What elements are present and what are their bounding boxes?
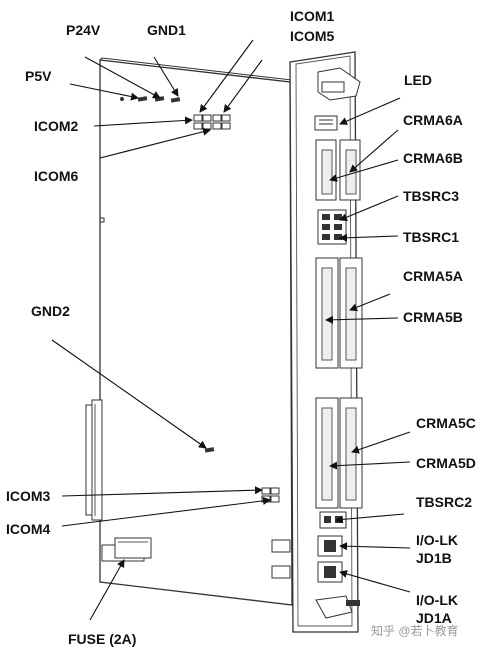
label-crma5c: CRMA5C [416, 415, 476, 431]
label-icom6: ICOM6 [34, 168, 79, 184]
label-gnd1: GND1 [147, 22, 186, 38]
label-crma6a: CRMA6A [403, 112, 463, 128]
label-icom1: ICOM1 [290, 8, 335, 24]
gnd2-test-point [204, 447, 215, 453]
label-iolk-jd1b-line2: JD1B [416, 550, 452, 566]
leader-lines [51, 39, 411, 621]
label-p5v: P5V [25, 68, 52, 84]
label-tbsrc2: TBSRC2 [416, 494, 473, 510]
crma5ab-connectors [315, 257, 363, 369]
label-iolk-jd1b-line1: I/O-LK [416, 532, 458, 548]
label-icom4: ICOM4 [6, 521, 51, 537]
test-points-top [120, 96, 231, 130]
label-crma6b: CRMA6B [403, 150, 463, 166]
watermark: 知乎 @若卜教育 [371, 624, 459, 638]
label-iolk-jd1a-line2: JD1A [416, 610, 452, 626]
label-tbsrc1: TBSRC1 [403, 229, 460, 245]
label-crma5d: CRMA5D [416, 455, 476, 471]
label-crma5b: CRMA5B [403, 309, 463, 325]
label-icom2: ICOM2 [34, 118, 79, 134]
label-gnd2: GND2 [31, 303, 70, 319]
label-crma5a: CRMA5A [403, 268, 463, 284]
pcb-board [99, 59, 293, 606]
label-fuse: FUSE (2A) [68, 631, 137, 647]
crma5cd-connectors [315, 397, 363, 509]
label-iolk-jd1a-line1: I/O-LK [416, 592, 458, 608]
label-led: LED [404, 72, 432, 88]
edge-connector [85, 399, 103, 521]
label-p24v: P24V [66, 22, 101, 38]
led-block [314, 115, 338, 131]
label-icom3: ICOM3 [6, 488, 51, 504]
board-notch [99, 217, 105, 223]
fuse-component [101, 537, 152, 562]
label-tbsrc3: TBSRC3 [403, 188, 460, 204]
io-link-jacks [271, 535, 343, 583]
tbsrc-blocks [317, 209, 347, 245]
label-icom5: ICOM5 [290, 28, 335, 44]
